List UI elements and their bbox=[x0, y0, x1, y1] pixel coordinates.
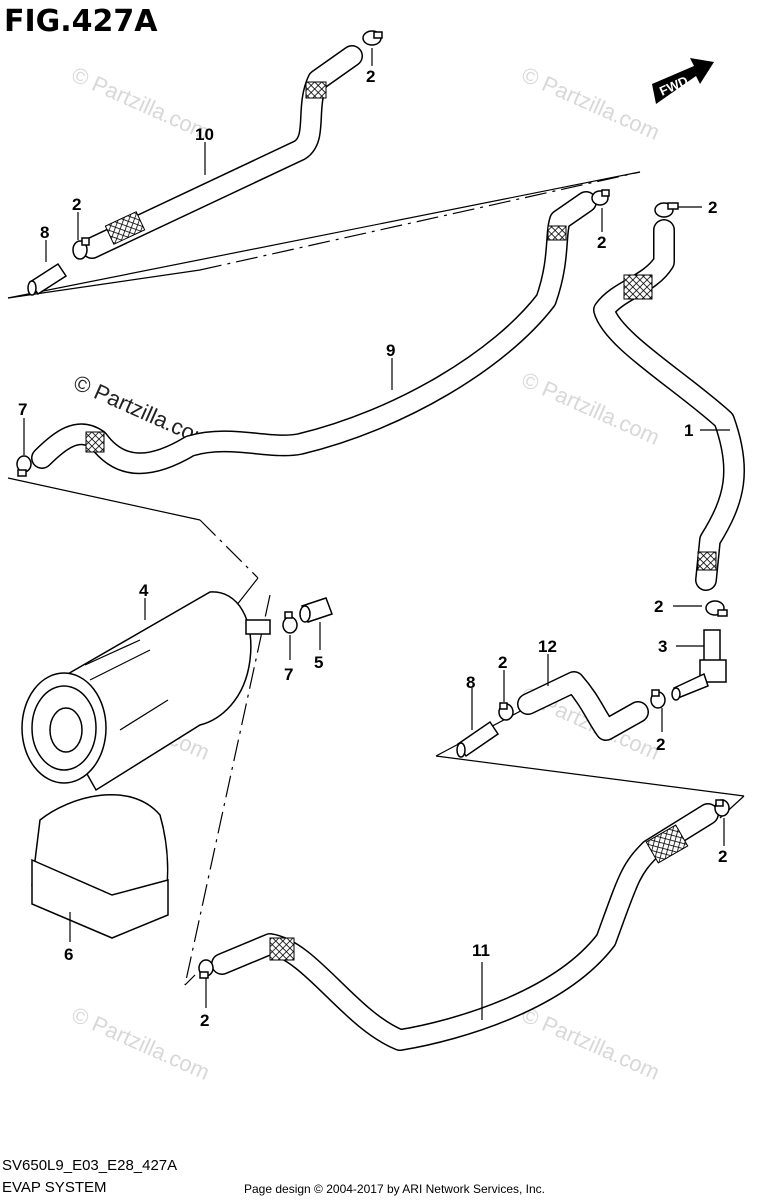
page-credit: Page design © 2004-2017 by ARI Network S… bbox=[244, 1182, 545, 1196]
callout-8: 8 bbox=[40, 223, 49, 242]
callout-7: 7 bbox=[18, 400, 27, 419]
callout-2: 2 bbox=[597, 233, 606, 252]
fitting-8-top bbox=[27, 262, 68, 296]
hose-10 bbox=[81, 45, 363, 259]
clamp-icon bbox=[650, 689, 666, 709]
callout-labels: 2 10 2 8 2 2 9 7 1 4 7 5 2 3 12 2 8 2 2 … bbox=[18, 67, 727, 1030]
canister-4 bbox=[21, 591, 271, 792]
callout-8: 8 bbox=[466, 673, 475, 692]
hose-12 bbox=[517, 671, 649, 741]
callout-2: 2 bbox=[498, 653, 507, 672]
watermark: © Partzilla.com bbox=[68, 62, 214, 145]
hose-5 bbox=[299, 597, 333, 623]
callout-leaders bbox=[23, 48, 730, 1020]
callout-5: 5 bbox=[314, 653, 323, 672]
figure-title: FIG.427A bbox=[4, 4, 158, 39]
callout-2: 2 bbox=[718, 847, 727, 866]
callout-6: 6 bbox=[64, 945, 73, 964]
callout-2: 2 bbox=[708, 198, 717, 217]
clamp-icon bbox=[591, 189, 610, 206]
system-name: EVAP SYSTEM bbox=[2, 1179, 106, 1196]
callout-2: 2 bbox=[654, 597, 663, 616]
hose-9 bbox=[31, 191, 597, 475]
clamp-icon bbox=[714, 799, 730, 817]
callout-10: 10 bbox=[195, 125, 214, 144]
fitting-8-bottom bbox=[456, 720, 500, 758]
callout-2: 2 bbox=[366, 67, 375, 86]
hose-1 bbox=[593, 219, 745, 591]
watermark: © Partzilla.com bbox=[518, 62, 664, 145]
clamp-icon bbox=[362, 30, 383, 46]
clamp-icon bbox=[72, 237, 90, 260]
callout-7: 7 bbox=[284, 665, 293, 684]
watermark: © Partzilla.com bbox=[68, 1002, 214, 1085]
clamp-icon bbox=[498, 702, 514, 721]
callout-2: 2 bbox=[72, 195, 81, 214]
holder-6 bbox=[31, 794, 169, 939]
clamp-icon bbox=[16, 455, 32, 477]
callout-9: 9 bbox=[386, 341, 395, 360]
hose-11 bbox=[211, 803, 719, 1051]
callout-2: 2 bbox=[200, 1011, 209, 1030]
figure-code: SV650L9_E03_E28_427A bbox=[2, 1157, 177, 1174]
fwd-arrow-icon: FWD bbox=[652, 58, 714, 104]
fwd-label: FWD bbox=[657, 73, 690, 99]
watermark: © Partzilla.com bbox=[518, 1002, 664, 1085]
clamp-icon bbox=[654, 202, 679, 218]
joint-3 bbox=[671, 629, 727, 701]
clamp-icon bbox=[705, 600, 728, 617]
callout-2: 2 bbox=[656, 735, 665, 754]
clamp-icon bbox=[198, 959, 214, 979]
callout-4: 4 bbox=[139, 581, 149, 600]
watermark: © Partzilla.com bbox=[518, 367, 664, 450]
callout-3: 3 bbox=[658, 637, 667, 656]
callout-11: 11 bbox=[472, 941, 490, 960]
clamps bbox=[16, 30, 730, 979]
clamp-icon bbox=[282, 611, 298, 634]
callout-12: 12 bbox=[538, 637, 557, 656]
callout-1: 1 bbox=[684, 421, 693, 440]
